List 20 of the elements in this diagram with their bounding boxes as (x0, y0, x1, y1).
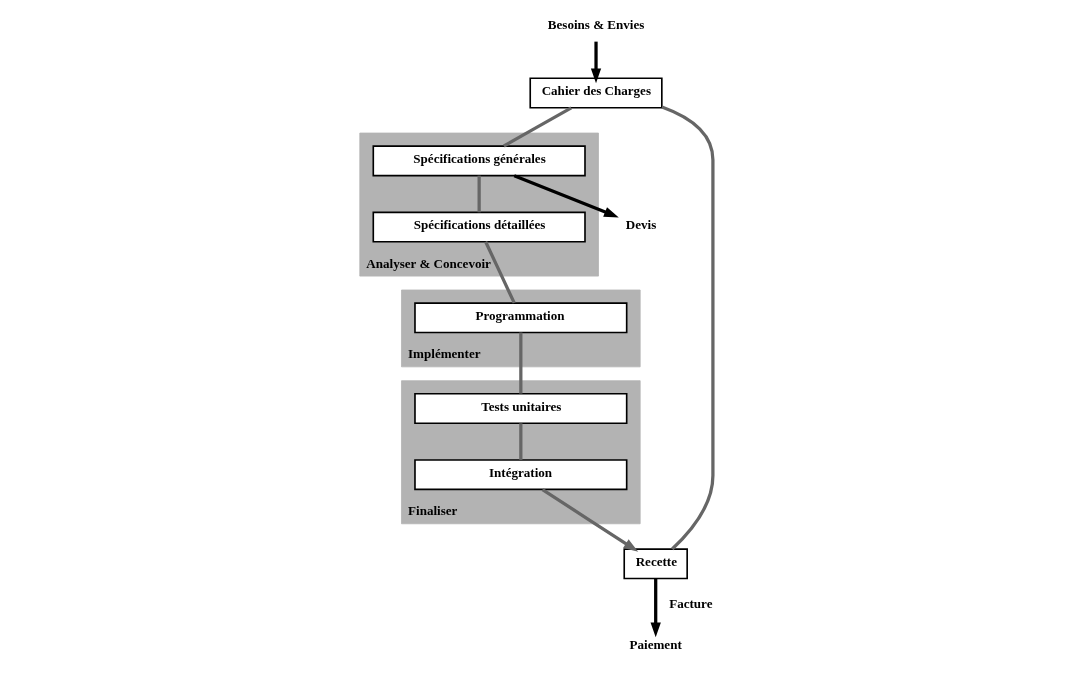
node-box: Recette (622, 548, 688, 580)
connector (477, 175, 481, 213)
node-box: Spécifications détaillées (372, 211, 586, 243)
connector (660, 105, 715, 551)
node-text: Paiement (629, 637, 682, 653)
node-box: Programmation (413, 302, 627, 334)
connector (483, 241, 516, 304)
node-box: Intégration (413, 459, 627, 491)
edge-label: Facture (668, 595, 712, 611)
arrow (541, 488, 638, 552)
node-text: Besoins & Envies (547, 17, 644, 33)
node-box: Cahier des Charges (528, 77, 663, 109)
node-box: Spécifications générales (372, 145, 586, 177)
connector (518, 423, 522, 460)
arrow (650, 578, 661, 638)
connector (518, 332, 522, 394)
node-text: Devis (625, 217, 656, 233)
arrow (590, 41, 601, 84)
arrow (513, 174, 619, 218)
node-box: Tests unitaires (413, 393, 627, 425)
